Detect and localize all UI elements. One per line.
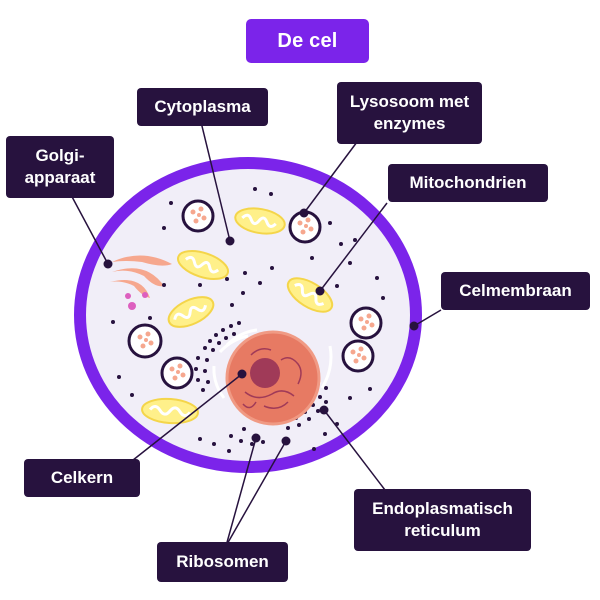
diagram-title: De cel [246, 19, 369, 63]
label-golgi-apparaat: Golgi- apparaat [6, 136, 114, 198]
endoplasmatic-reticulum-dots [194, 321, 328, 446]
mitochondria-group [141, 207, 334, 425]
label-connectors [69, 121, 442, 547]
label-ribosomen: Ribosomen [157, 542, 288, 582]
label-cytoplasma: Cytoplasma [137, 88, 268, 126]
label-mitochondrien: Mitochondrien [388, 164, 548, 202]
ribosome-dots [111, 187, 385, 453]
label-celmembraan: Celmembraan [441, 272, 590, 310]
label-lysosoom: Lysosoom met enzymes [337, 82, 482, 144]
label-endoplasmatisch-reticulum: Endoplasmatisch reticulum [354, 489, 531, 551]
golgi-apparatus [110, 255, 172, 310]
nucleus [225, 330, 321, 426]
lysosome-enzymes [137, 206, 375, 381]
lysosomes-group [127, 199, 383, 390]
label-celkern: Celkern [24, 459, 140, 497]
connector-endpoints [103, 208, 419, 446]
